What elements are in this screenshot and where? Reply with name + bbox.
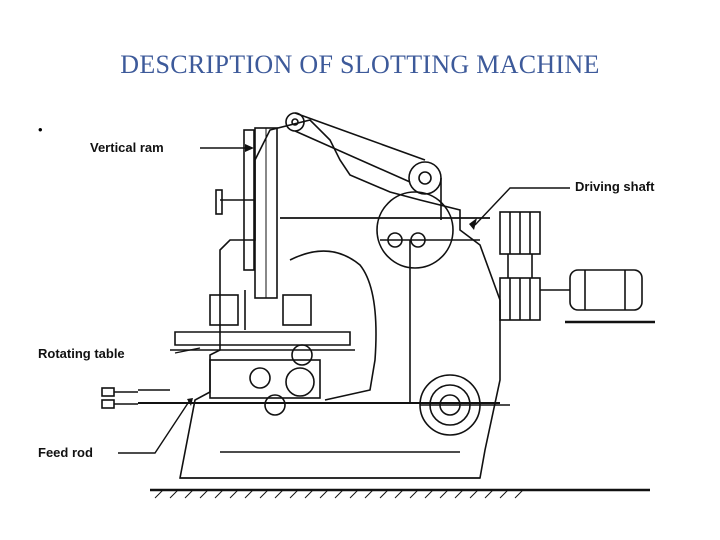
saddle xyxy=(209,359,321,399)
leader-driving-shaft xyxy=(474,187,570,226)
leader-rotating-table xyxy=(174,347,201,354)
idler-pulley-hub xyxy=(418,171,432,185)
rotating-table xyxy=(174,331,351,346)
work-block-right xyxy=(282,294,312,326)
idler-pulley xyxy=(408,161,442,195)
label-vertical-ram: Vertical ram xyxy=(90,140,164,155)
table-gear xyxy=(291,344,313,366)
saddle-gear-2 xyxy=(285,367,315,397)
feed-knob-1 xyxy=(101,387,115,397)
crank-disc xyxy=(376,191,454,269)
slide-title: DESCRIPTION OF SLOTTING MACHINE xyxy=(120,50,600,79)
label-driving-shaft: Driving shaft xyxy=(575,179,655,194)
machine-drawing: Vertical ram Driving shaft Rotating tabl… xyxy=(38,112,655,499)
top-pulley-hub xyxy=(291,118,299,126)
leader-arrowheads xyxy=(187,144,477,406)
motor xyxy=(569,269,643,311)
leader-feed-rod xyxy=(118,399,191,454)
slotting-machine-diagram: Vertical ram Driving shaft Rotating tabl… xyxy=(30,100,690,520)
work-block-left xyxy=(209,294,239,326)
bullet-marker: • xyxy=(38,122,43,137)
floor-hatching xyxy=(154,489,524,499)
saddle-gear-1 xyxy=(249,367,271,389)
label-feed-rod: Feed rod xyxy=(38,445,93,460)
belt-top xyxy=(294,112,426,161)
leader-lines xyxy=(118,147,570,454)
machine-lines xyxy=(101,112,655,499)
label-rotating-table: Rotating table xyxy=(38,346,125,361)
saddle-gear-3 xyxy=(264,394,286,416)
frame-throat xyxy=(289,250,377,401)
handwheel xyxy=(215,189,223,215)
belt-bottom xyxy=(294,130,411,183)
feed-knob-2 xyxy=(101,399,115,409)
